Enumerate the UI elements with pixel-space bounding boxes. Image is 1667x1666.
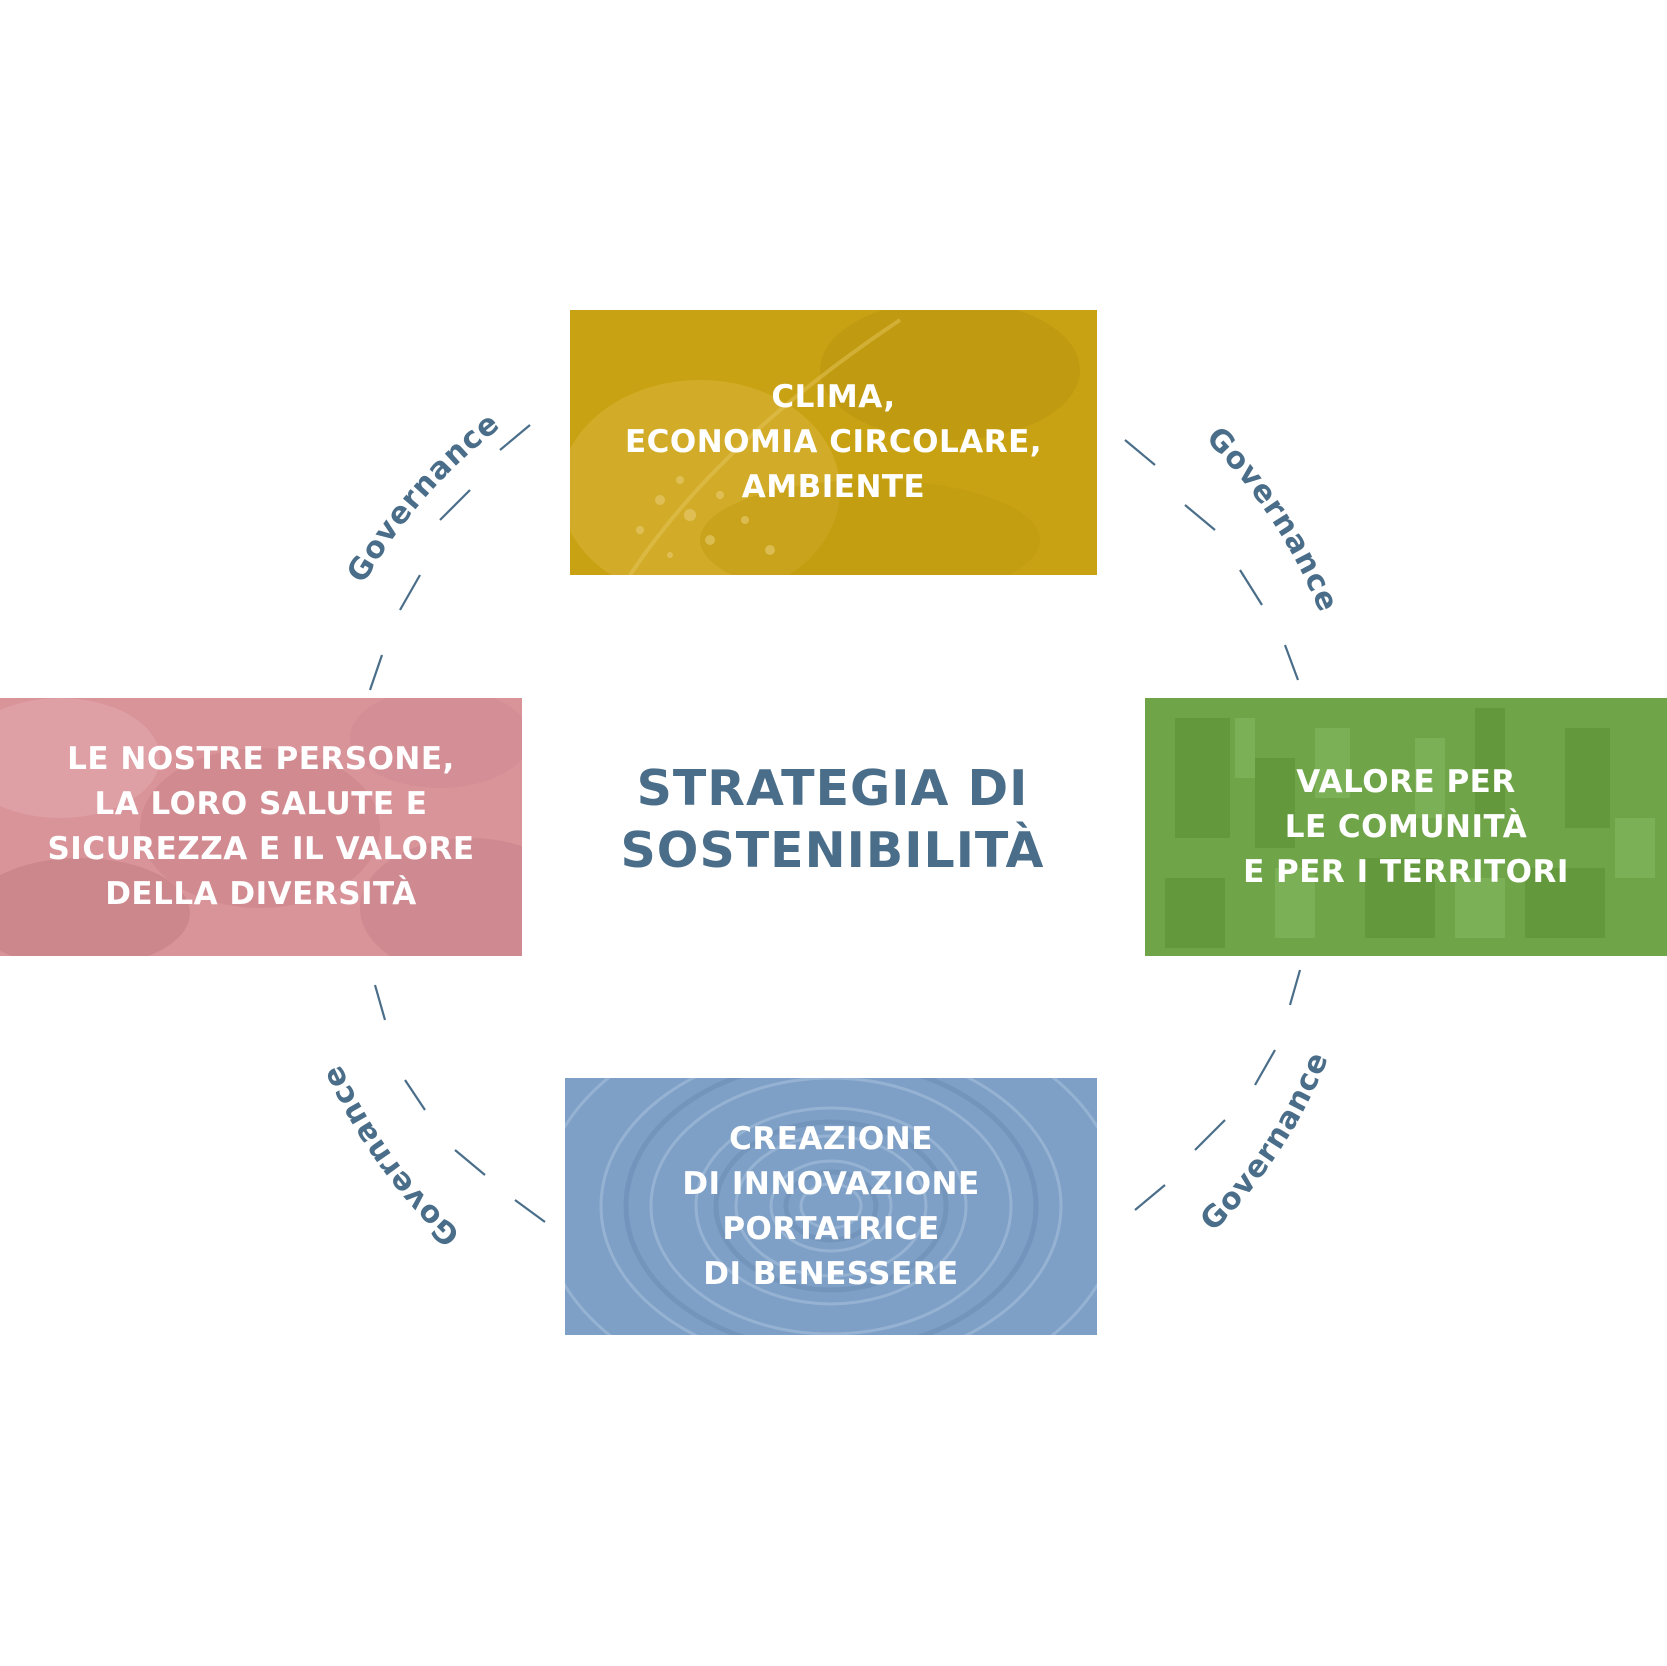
pillar-left-line: DELLA DIVERSITÀ	[105, 876, 417, 912]
governance-dash	[439, 489, 471, 521]
pillar-persone: LE NOSTRE PERSONE, LA LORO SALUTE E SICU…	[0, 698, 522, 956]
hands-image	[0, 698, 522, 956]
pillar-left-line: LE NOSTRE PERSONE,	[67, 741, 455, 777]
governance-label-top-right: Governance	[1199, 420, 1345, 617]
pillar-right-line: LE COMUNITÀ	[1284, 808, 1528, 845]
pillar-top-line: AMBIENTE	[741, 469, 926, 505]
governance-dash	[1134, 1184, 1166, 1211]
pillar-innovazione: CREAZIONE DI INNOVAZIONE PORTATRICE DI B…	[565, 1078, 1097, 1335]
pillar-bottom-line: PORTATRICE	[722, 1210, 940, 1247]
center-title-line: STRATEGIA DI	[636, 760, 1029, 817]
governance-dash	[514, 1199, 546, 1223]
pillar-bottom-line: DI BENESSERE	[703, 1255, 959, 1292]
governance-dash	[1194, 1119, 1226, 1151]
governance-dash	[373, 984, 387, 1021]
pillar-top-line: ECONOMIA CIRCOLARE,	[624, 424, 1043, 460]
governance-label-bottom-left: Governance	[315, 1060, 467, 1253]
pillar-bottom-line: CREAZIONE	[729, 1120, 933, 1157]
governance-dash	[1283, 644, 1300, 681]
pillar-bottom-bg	[565, 1078, 1097, 1335]
pillar-top-label: CLIMA, ECONOMIA CIRCOLARE, AMBIENTE	[625, 375, 1042, 510]
governance-dash	[1288, 969, 1302, 1006]
governance-dashes	[368, 424, 1302, 1223]
pillar-left-line: LA LORO SALUTE E	[94, 786, 428, 822]
swirl-image	[565, 1078, 1097, 1335]
governance-dash	[404, 1079, 426, 1111]
governance-dash	[454, 1149, 486, 1176]
pillar-comunita: VALORE PER LE COMUNITÀ E PER I TERRITORI	[1145, 698, 1667, 956]
pillar-left-label: LE NOSTRE PERSONE, LA LORO SALUTE E SICU…	[47, 737, 474, 917]
governance-dash	[1184, 504, 1216, 531]
pillar-clima: CLIMA, ECONOMIA CIRCOLARE, AMBIENTE	[570, 310, 1097, 575]
governance-dash	[399, 574, 421, 611]
governance-dash	[499, 424, 531, 451]
pillar-left-line: SICUREZZA E IL VALORE	[47, 831, 475, 867]
center-title-line: SOSTENIBILITÀ	[620, 822, 1045, 879]
governance-label-top-left: Governance	[340, 405, 506, 588]
governance-dash	[368, 654, 384, 691]
governance-dash	[1239, 569, 1263, 606]
center-title: STRATEGIA DI SOSTENIBILITÀ	[560, 758, 1105, 882]
pillar-right-label: VALORE PER LE COMUNITÀ E PER I TERRITORI	[1243, 760, 1569, 895]
pillar-bottom-label: CREAZIONE DI INNOVAZIONE PORTATRICE DI B…	[682, 1117, 979, 1297]
governance-dash	[1254, 1049, 1276, 1086]
governance-label-bottom-right: Governance	[1194, 1047, 1336, 1238]
city-image	[1145, 698, 1667, 956]
pillar-right-line: VALORE PER	[1296, 763, 1516, 800]
governance-dash	[1124, 439, 1156, 466]
pillar-top-line: CLIMA,	[771, 379, 896, 415]
pillar-bottom-line: DI INNOVAZIONE	[682, 1165, 980, 1202]
pillar-right-line: E PER I TERRITORI	[1243, 853, 1569, 890]
leaf-image	[570, 310, 1097, 575]
